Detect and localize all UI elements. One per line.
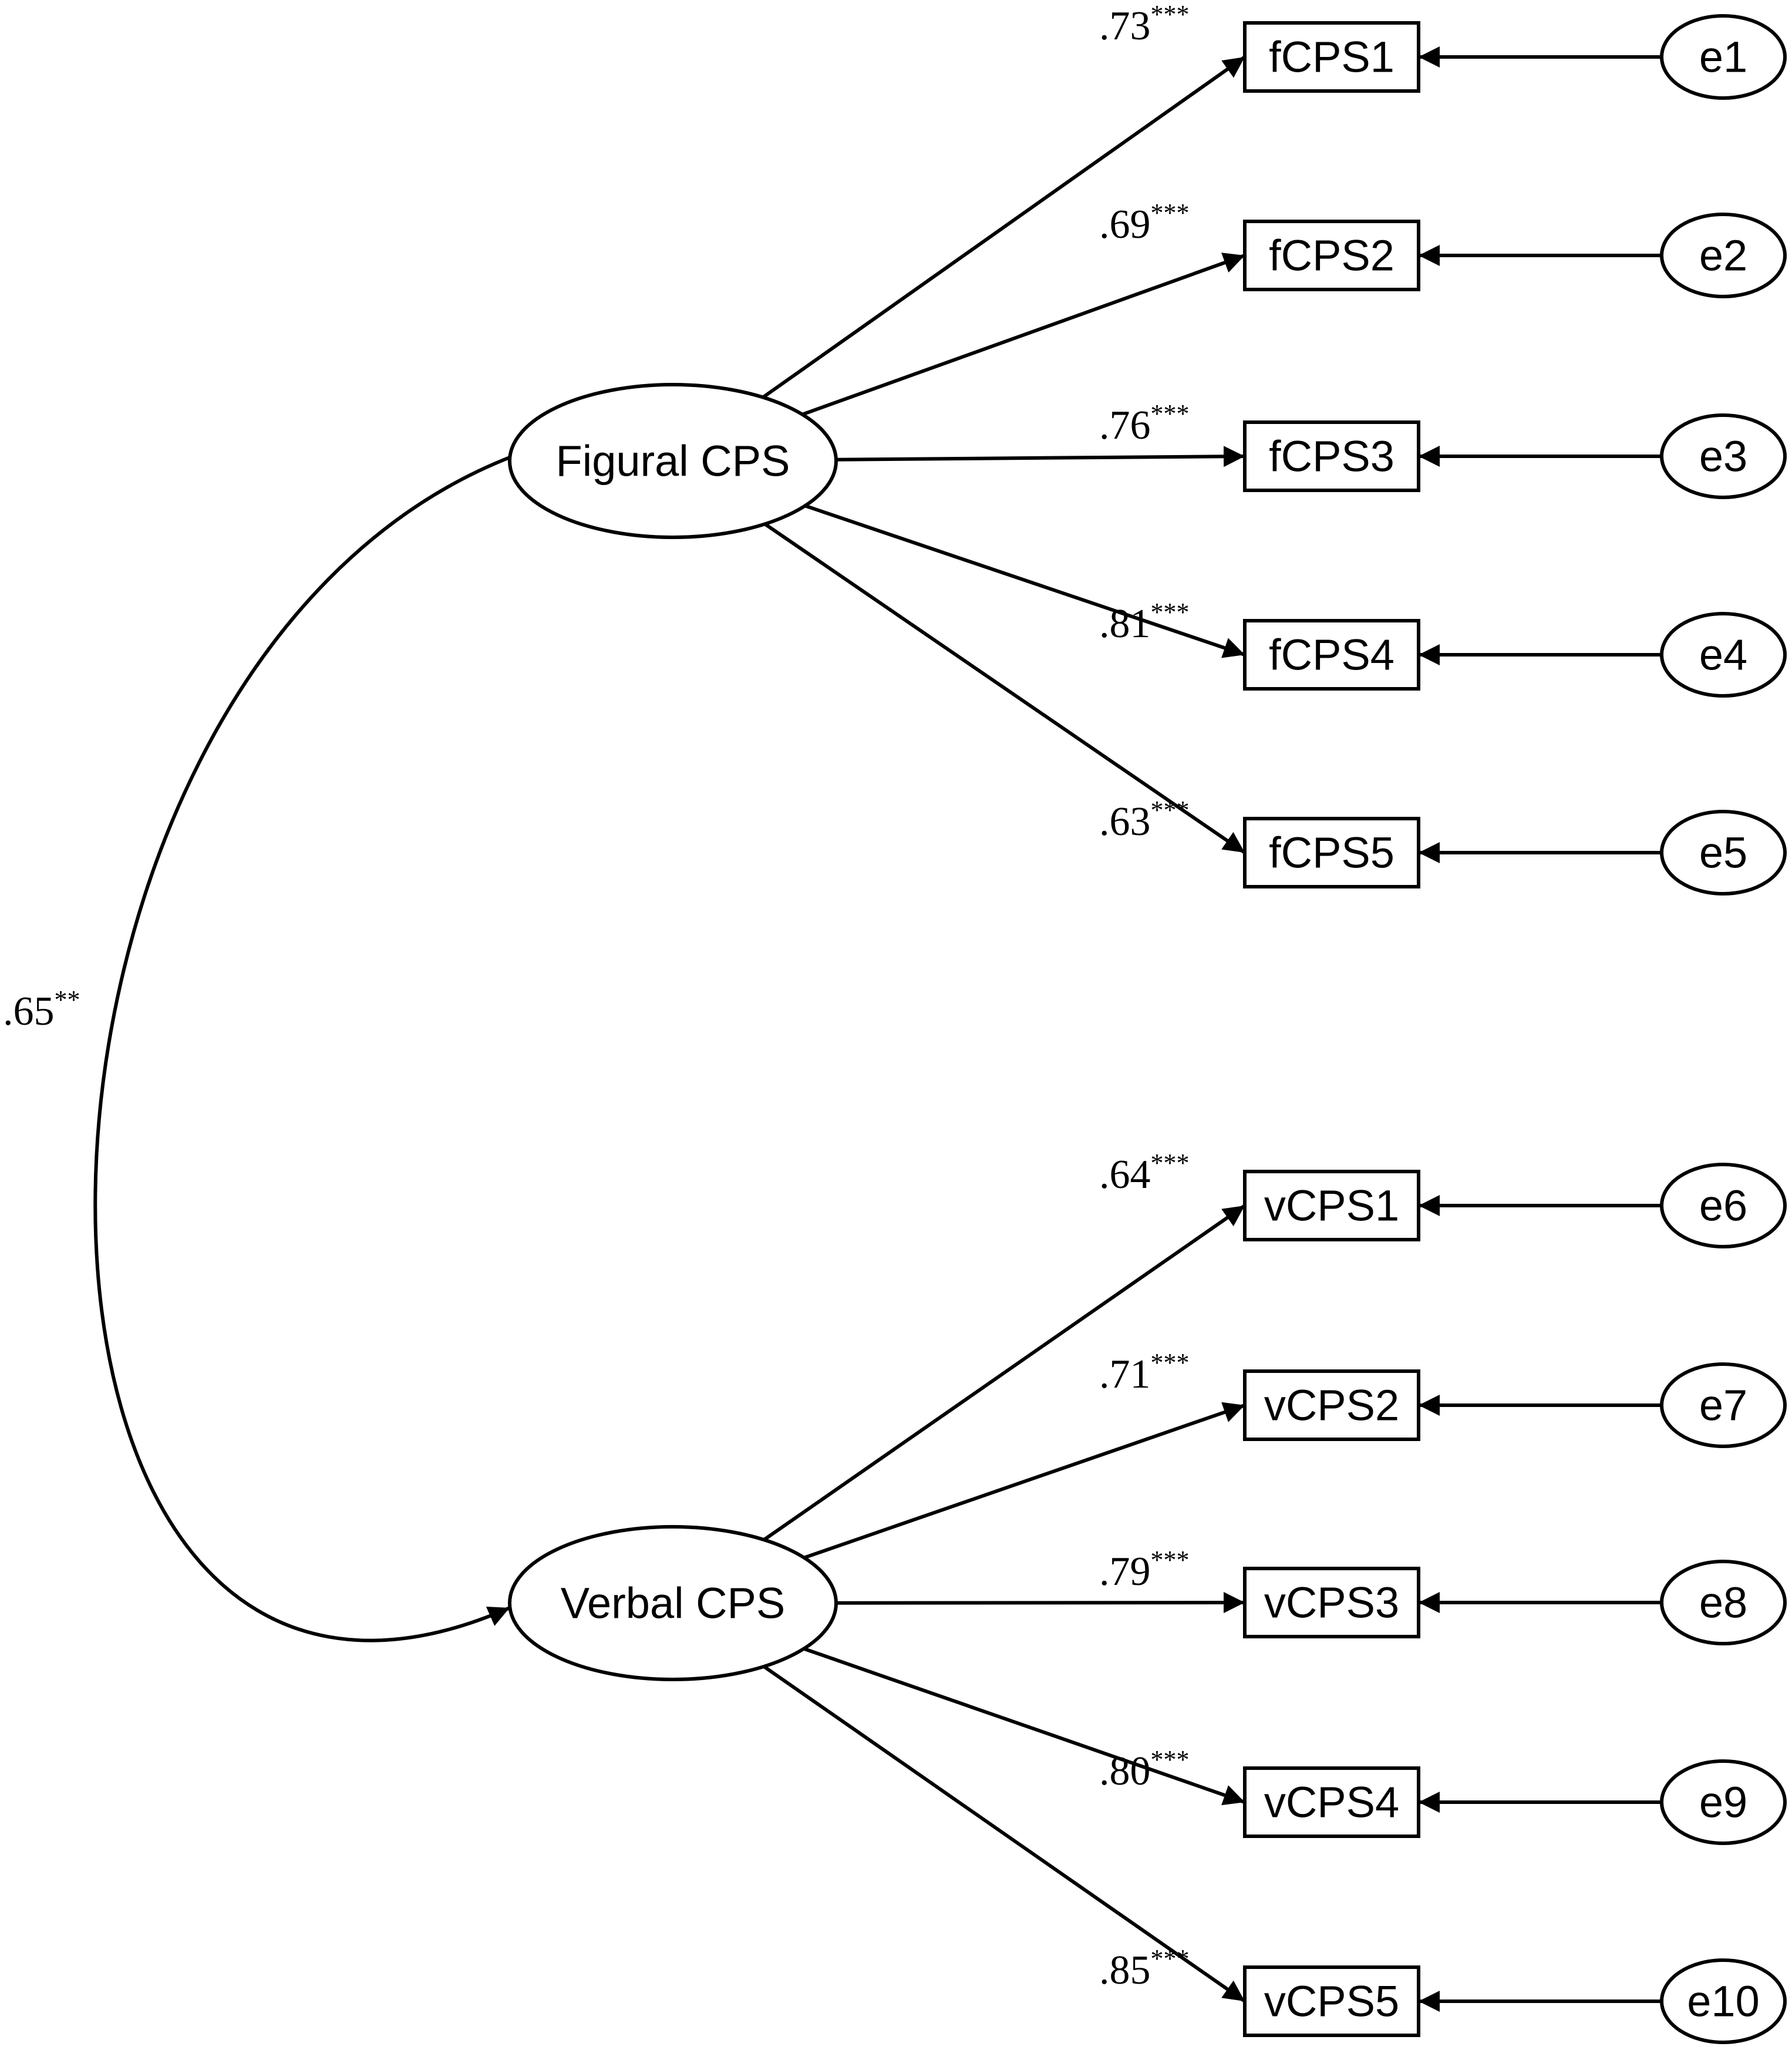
verbal-cps-ellipse (508, 1525, 838, 1681)
fcps2-loading-value: .69 (1099, 202, 1151, 247)
vcps5-label: vCPS5 (1264, 1977, 1399, 2026)
fcps2-loading-label: .69*** (1099, 198, 1190, 247)
vcps1-loading-label: .64*** (1099, 1149, 1190, 1197)
e8-label: e8 (1699, 1578, 1747, 1627)
vcps3-loading-label: .79*** (1099, 1546, 1190, 1594)
fcps3-loading-value: .76 (1099, 403, 1151, 448)
fcps2-box (1243, 220, 1420, 291)
fcps1-loading-arrow (762, 55, 1246, 399)
e10-label: e10 (1687, 1977, 1759, 2026)
fcps1-loading-label: .73*** (1099, 0, 1190, 49)
e4-ellipse (1660, 612, 1787, 698)
e5-label: e5 (1699, 829, 1747, 877)
fcps3-loading-arrow (836, 446, 1245, 467)
e7-label: e7 (1699, 1381, 1747, 1430)
correlation-sig: ** (55, 985, 80, 1014)
fcps4-loading-sig: *** (1151, 598, 1190, 627)
fcps4-loading-value: .81 (1099, 601, 1151, 647)
e8-ellipse (1660, 1560, 1787, 1645)
vcps3-loading-value: .79 (1099, 1549, 1151, 1594)
nodes-layer: Figural CPS Verbal CPS fCPS1 e1 fCPS2 e2 fCP… (508, 14, 1787, 2044)
paths-layer (762, 46, 1662, 2012)
vcps2-loading-arrow (803, 1402, 1245, 1560)
e6-label: e6 (1699, 1181, 1747, 1230)
e5-ellipse (1660, 810, 1787, 896)
vcps4-box (1243, 1766, 1420, 1838)
fcps3-label: fCPS3 (1269, 432, 1394, 481)
vcps2-box (1243, 1369, 1420, 1441)
vcps1-box (1243, 1170, 1420, 1241)
e2-label: e2 (1699, 231, 1747, 280)
fcps4-loading-arrow (804, 504, 1245, 658)
correlation-label: .65** (3, 985, 80, 1034)
e1-ellipse (1660, 14, 1787, 100)
fcps5-label: fCPS5 (1269, 829, 1394, 877)
vcps4-loading-value: .80 (1099, 1749, 1151, 1794)
e9-label: e9 (1699, 1778, 1747, 1827)
vcps4-loading-label: .80*** (1099, 1745, 1190, 1794)
fcps5-loading-label: .63*** (1099, 796, 1190, 844)
e2-ellipse (1660, 213, 1787, 298)
vcps5-box (1243, 1965, 1420, 2037)
vcps4-loading-arrow (803, 1647, 1245, 1806)
correlation-value: .65 (3, 989, 55, 1034)
e10-ellipse (1660, 1958, 1787, 2044)
fcps2-loading-sig: *** (1151, 198, 1190, 227)
fcps3-box (1243, 420, 1420, 492)
labels-layer: .73***.69***.76***.81***.63***.64***.71*… (1099, 0, 1190, 1993)
fcps1-box (1243, 21, 1420, 93)
vcps3-loading-sig: *** (1151, 1546, 1190, 1574)
vcps4-loading-sig: *** (1151, 1745, 1190, 1774)
fcps5-loading-value: .63 (1099, 799, 1151, 844)
e9-ellipse (1660, 1759, 1787, 1845)
fcps1-label: fCPS1 (1269, 33, 1394, 82)
e1-label: e1 (1699, 33, 1747, 82)
vcps1-loading-sig: *** (1151, 1149, 1190, 1177)
fcps2-loading-arrow (801, 253, 1246, 416)
fcps1-loading-value: .73 (1099, 4, 1151, 49)
vcps2-loading-value: .71 (1099, 1352, 1151, 1397)
fcps5-loading-sig: *** (1151, 796, 1190, 824)
vcps1-loading-value: .64 (1099, 1152, 1151, 1197)
fcps2-label: fCPS2 (1269, 231, 1394, 280)
e4-label: e4 (1699, 631, 1747, 679)
vcps2-label: vCPS2 (1264, 1381, 1399, 1430)
vcps5-loading-label: .85*** (1099, 1944, 1190, 1993)
e3-ellipse (1660, 413, 1787, 499)
vcps5-loading-sig: *** (1151, 1944, 1190, 1973)
fcps4-loading-label: .81*** (1099, 598, 1190, 647)
fcps4-box (1243, 619, 1420, 691)
e3-label: e3 (1699, 432, 1747, 481)
fcps4-label: fCPS4 (1269, 631, 1394, 679)
figural-cps-ellipse (508, 383, 838, 539)
verbal-cps-label: Verbal CPS (561, 1579, 786, 1628)
vcps2-loading-label: .71*** (1099, 1348, 1190, 1397)
vcps3-label: vCPS3 (1264, 1578, 1399, 1627)
vcps5-loading-value: .85 (1099, 1948, 1151, 1993)
vcps1-loading-arrow (763, 1204, 1246, 1541)
figural-cps-label: Figural CPS (556, 437, 790, 486)
vcps1-label: vCPS1 (1264, 1181, 1399, 1230)
fcps3-loading-label: .76*** (1099, 399, 1190, 448)
vcps5-loading-arrow (763, 1665, 1246, 2003)
fcps3-loading-sig: *** (1151, 399, 1190, 428)
fcps1-loading-sig: *** (1151, 0, 1190, 29)
fcps5-box (1243, 817, 1420, 888)
vcps4-label: vCPS4 (1264, 1778, 1399, 1827)
correlation-arc (93, 440, 534, 1642)
vcps3-box (1243, 1567, 1420, 1638)
fcps5-loading-arrow (764, 522, 1246, 854)
e6-ellipse (1660, 1163, 1787, 1248)
vcps2-loading-sig: *** (1151, 1348, 1190, 1377)
e7-ellipse (1660, 1362, 1787, 1448)
